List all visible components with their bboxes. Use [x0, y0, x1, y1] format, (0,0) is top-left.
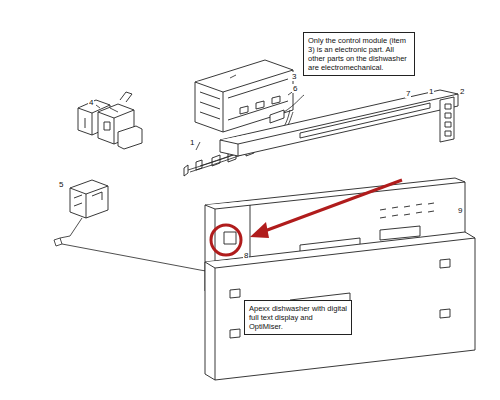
- note-text: Apexx dishwasher with digital full text …: [249, 304, 347, 331]
- callout-number: 1: [189, 138, 195, 147]
- callout-number: 2: [459, 87, 465, 96]
- callout-number: 4: [88, 98, 94, 107]
- callout-number: 8: [243, 251, 249, 260]
- callout-number: 1: [428, 87, 434, 96]
- note-box: Only the control module (item 3) is an e…: [303, 32, 415, 76]
- callout-number: 3: [291, 72, 297, 81]
- note-text: Only the control module (item 3) is an e…: [308, 36, 410, 72]
- callout-number: 7: [405, 89, 411, 98]
- callout-number: 6: [292, 84, 298, 93]
- note-box: Apexx dishwasher with digital full text …: [244, 300, 352, 335]
- callout-number: 5: [58, 180, 64, 189]
- callout-number: 9: [457, 206, 463, 215]
